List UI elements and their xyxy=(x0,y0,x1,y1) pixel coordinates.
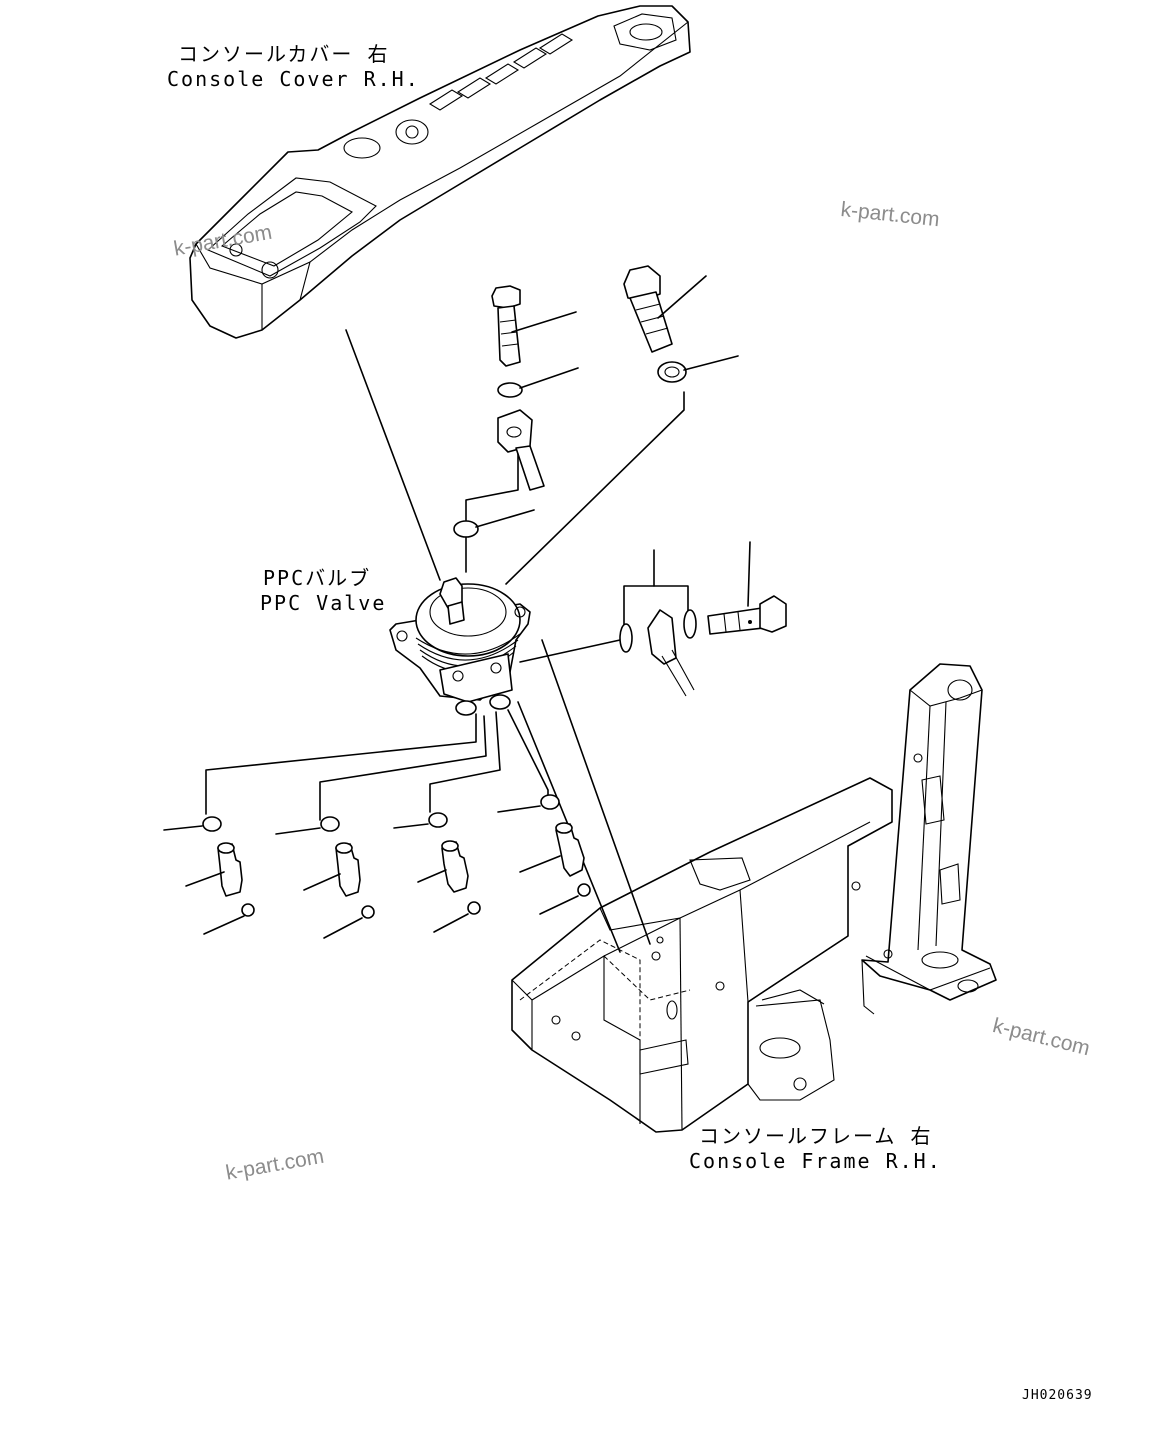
bolt-flanged[interactable] xyxy=(491,285,521,367)
washer[interactable] xyxy=(657,361,687,383)
console-frame-part[interactable] xyxy=(511,663,997,1133)
console-frame-label-en: Console Frame R.H. xyxy=(689,1149,942,1173)
fitting-set-1[interactable] xyxy=(163,816,255,935)
console-cover-label-jp: コンソールカバー 右 xyxy=(178,42,390,66)
console-frame-label-jp: コンソールフレーム 右 xyxy=(699,1124,933,1148)
drawing-code: JH020639 xyxy=(1022,1388,1093,1403)
ppc-valve[interactable] xyxy=(389,577,531,716)
fitting-set-3[interactable] xyxy=(393,812,481,933)
o-ring-2[interactable] xyxy=(453,520,479,538)
o-ring[interactable] xyxy=(497,382,523,398)
ppc-valve-label-jp: PPCバルブ xyxy=(263,566,372,590)
fitting-set-2[interactable] xyxy=(275,816,375,939)
fitting-set-4[interactable] xyxy=(497,794,591,915)
adapter-fitting[interactable] xyxy=(497,409,545,491)
bolt-hex[interactable] xyxy=(623,265,673,353)
clevis-bracket[interactable] xyxy=(619,549,697,697)
console-cover-part[interactable] xyxy=(189,5,691,339)
console-cover-label-en: Console Cover R.H. xyxy=(167,67,420,91)
pin-bolt[interactable] xyxy=(707,595,787,635)
ppc-valve-label-en: PPC Valve xyxy=(260,591,387,615)
